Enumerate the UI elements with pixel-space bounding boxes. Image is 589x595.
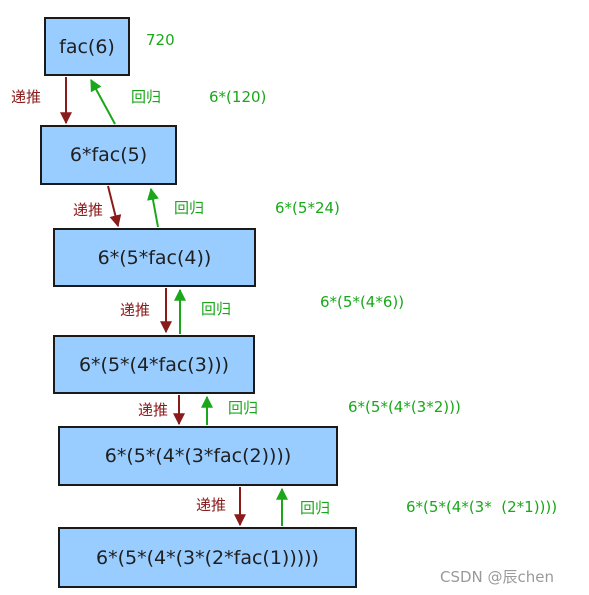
- return-label-3: 回归: [201, 300, 232, 318]
- node-fac4: 6*(5*fac(4)): [53, 228, 256, 287]
- push-label-1: 递推: [11, 88, 42, 106]
- push-label-2: 递推: [73, 201, 104, 219]
- push-label-3: 递推: [120, 301, 151, 319]
- return-arrow-1: [90, 78, 116, 125]
- push-label-4: 递推: [138, 401, 169, 419]
- return-label-5: 回归: [300, 499, 331, 517]
- value-annotation-2: 6*(120): [209, 88, 267, 106]
- node-fac5: 6*fac(5): [40, 125, 177, 185]
- value-annotation-4: 6*(5*(4*6)): [320, 293, 405, 311]
- node-fac6: fac(6): [44, 17, 130, 76]
- return-label-4: 回归: [228, 399, 259, 417]
- watermark: CSDN @辰chen: [440, 568, 555, 586]
- push-arrow-2: [107, 185, 122, 228]
- value-annotation-1: 720: [146, 31, 175, 49]
- node-fac1: 6*(5*(4*(3*(2*fac(1))))): [58, 527, 357, 588]
- node-fac3: 6*(5*(4*fac(3))): [53, 335, 255, 394]
- push-label-5: 递推: [196, 496, 227, 514]
- return-arrow-2: [147, 187, 159, 228]
- node-fac2: 6*(5*(4*(3*fac(2)))): [58, 426, 338, 486]
- value-annotation-5: 6*(5*(4*(3*2))): [348, 398, 461, 416]
- value-annotation-6: 6*(5*(4*(3* (2*1)))): [406, 498, 558, 516]
- return-label-2: 回归: [174, 199, 205, 217]
- return-label-1: 回归: [131, 88, 162, 106]
- value-annotation-3: 6*(5*24): [275, 199, 340, 217]
